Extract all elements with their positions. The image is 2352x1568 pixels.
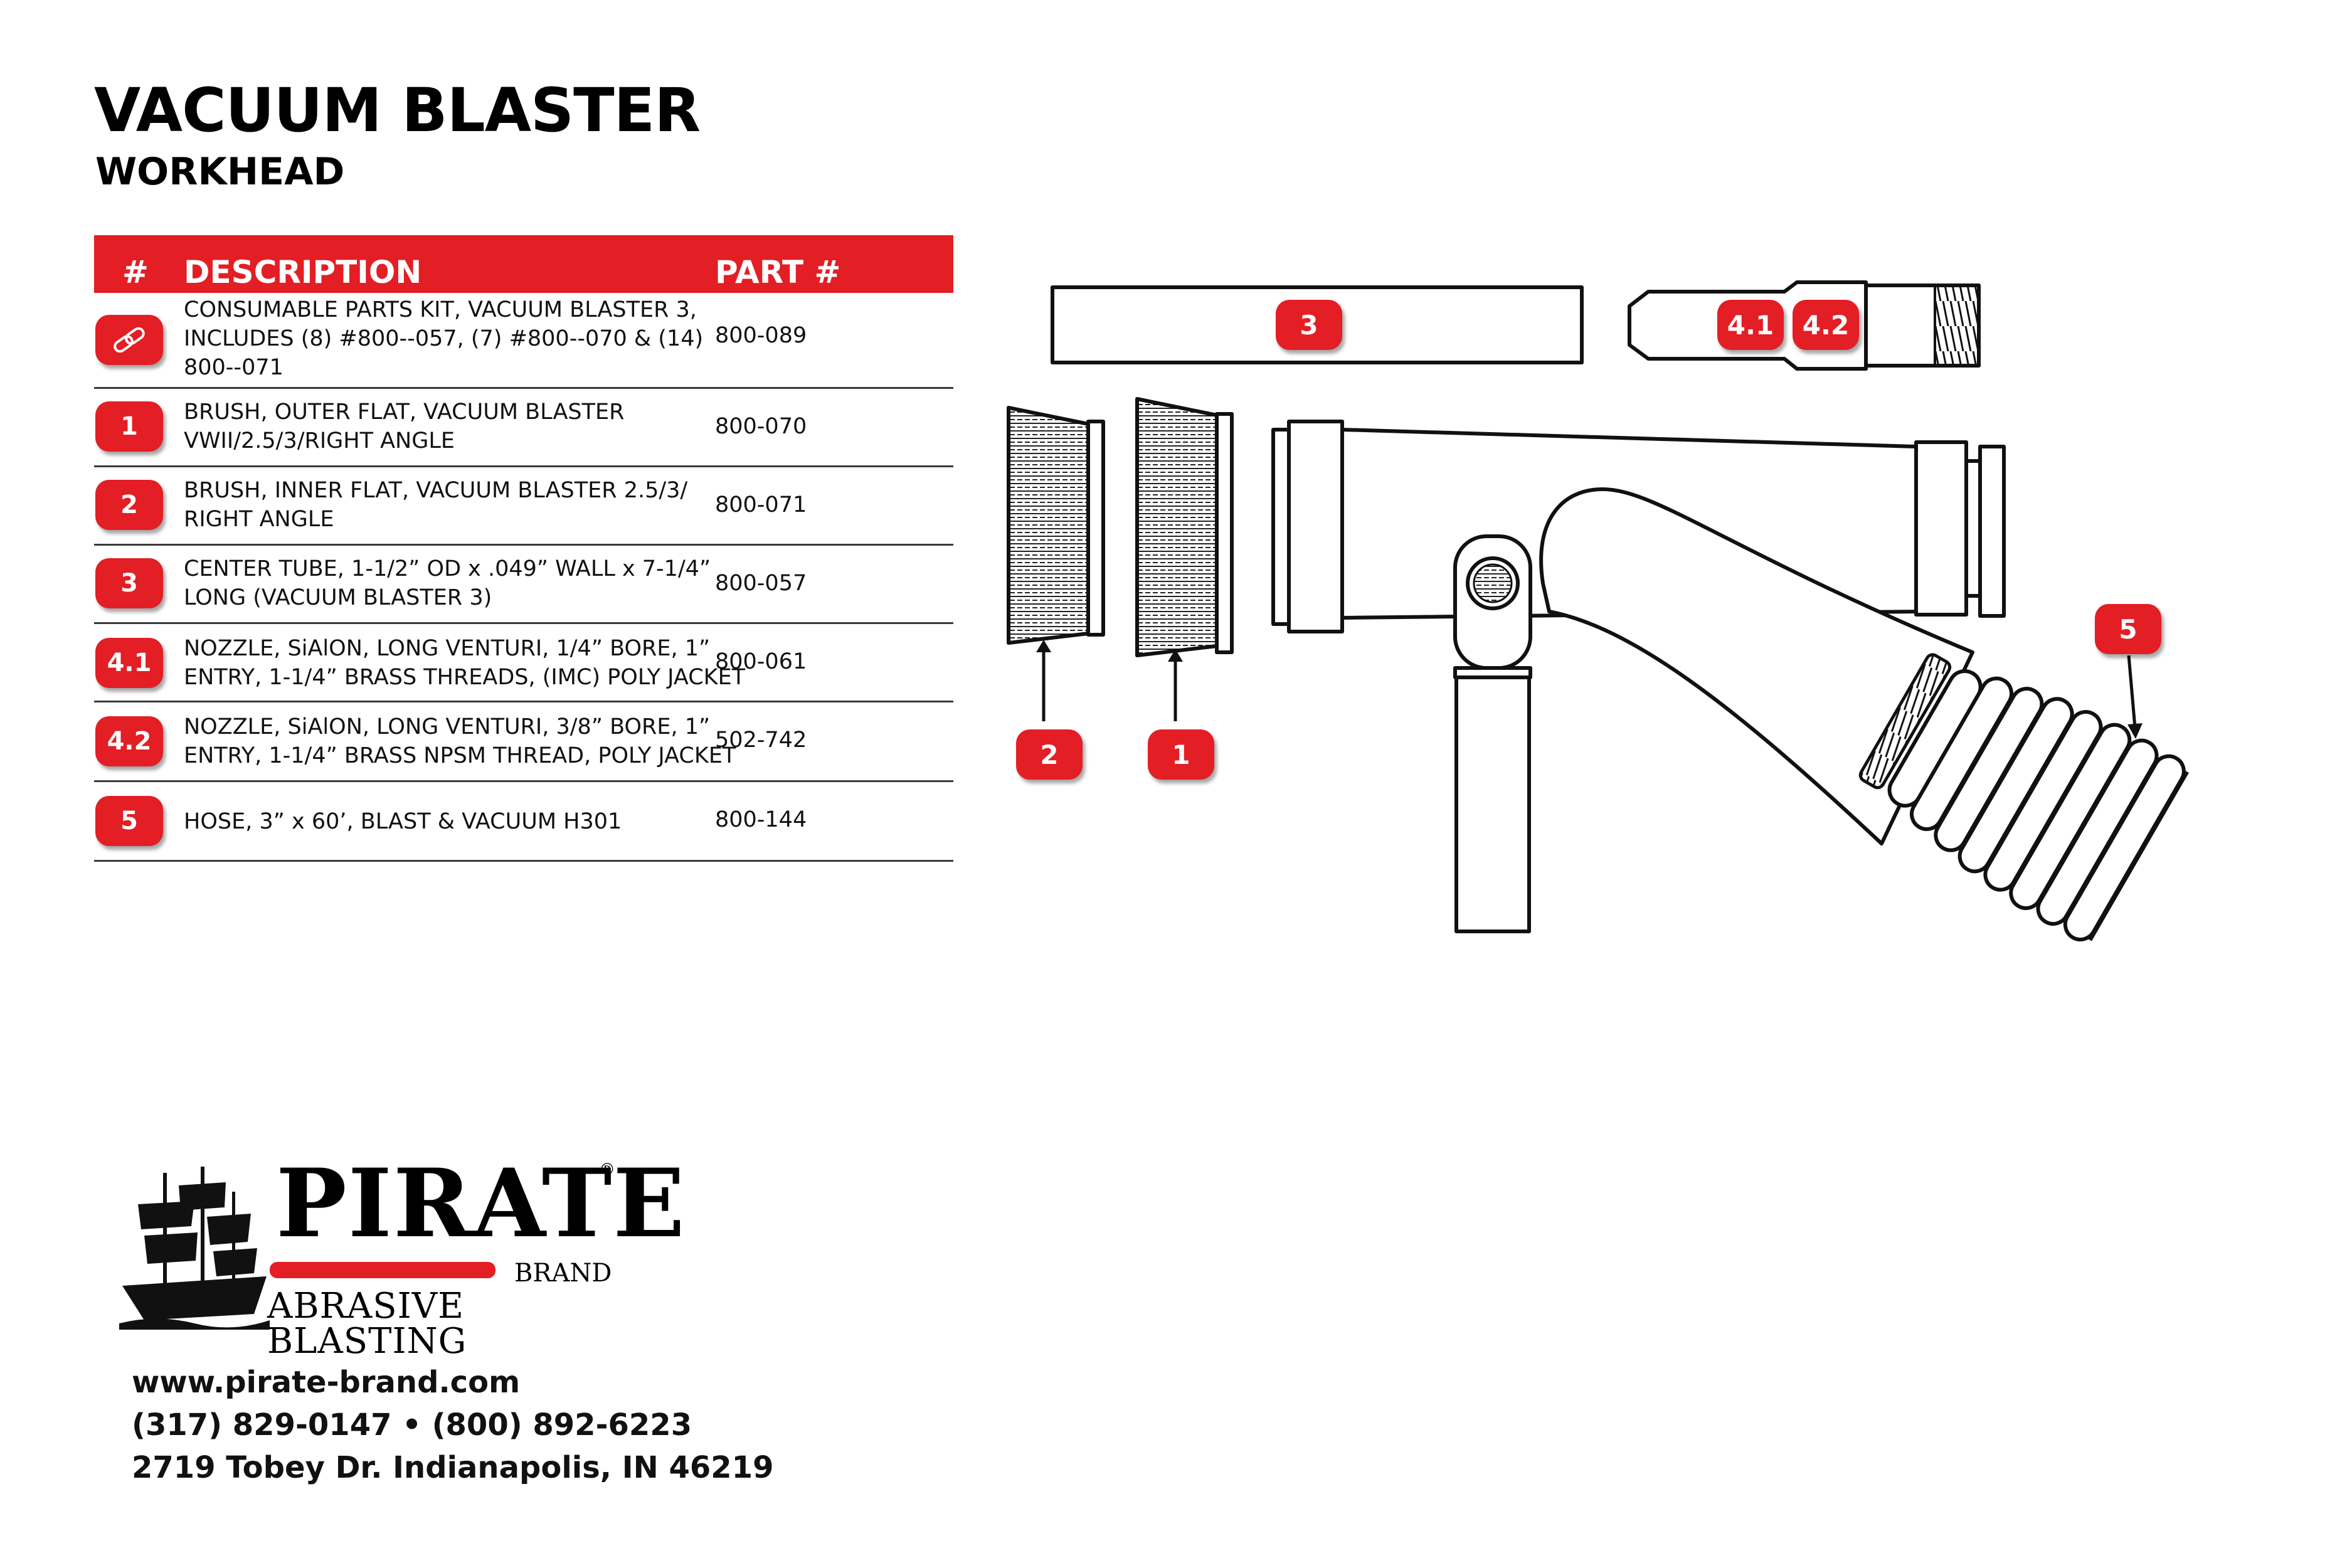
blood-splash (270, 1262, 495, 1278)
chain-link-icon (114, 327, 145, 352)
logo-sub-brand: BRAND (514, 1259, 612, 1288)
label-badge-4-2: 4.2 (1793, 300, 1859, 350)
label-badge-2: 2 (1016, 729, 1083, 780)
hose (1858, 653, 2189, 941)
row-part-number: 800-071 (715, 492, 807, 517)
row-description: BRUSH, OUTER FLAT, VACUUM BLASTER VWII/2… (184, 400, 625, 453)
row-part-number: 502-742 (715, 728, 807, 753)
brush-inner (1007, 406, 1105, 645)
pirate-ship-icon (119, 1167, 270, 1330)
brand-logo: PIRATE ® BRAND ABRASIVE BLASTING (119, 1157, 685, 1359)
header-description: DESCRIPTION (184, 254, 422, 290)
label-badge-5: 5 (2095, 604, 2161, 654)
row-part-number: 800-144 (715, 807, 807, 832)
kit-badge (95, 315, 163, 365)
table-header: # DESCRIPTION PART # (94, 235, 953, 293)
table-row: 4.1 NOZZLE, SiAlON, LONG VENTURI, 1/4” B… (94, 624, 953, 702)
label-badge-4-1: 4.1 (1717, 300, 1784, 350)
workhead-body (1271, 420, 2006, 933)
row-part-number: 800-061 (715, 649, 807, 674)
item-badge: 4.1 (95, 638, 163, 688)
item-badge: 3 (95, 558, 163, 608)
table-row: 5 HOSE, 3” x 60’, BLAST & VACUUM H301 80… (94, 782, 953, 862)
phone-numbers: (317) 829-0147 • (800) 892-6223 (132, 1407, 692, 1443)
item-badge: 1 (95, 401, 163, 452)
row-description: BRUSH, INNER FLAT, VACUUM BLASTER 2.5/3/… (184, 478, 688, 532)
header-part: PART # (715, 254, 841, 290)
header-num: # (122, 254, 149, 290)
row-part-number: 800-057 (715, 571, 807, 596)
row-description: NOZZLE, SiAlON, LONG VENTURI, 3/8” BORE,… (184, 714, 736, 768)
row-description: NOZZLE, SiAlON, LONG VENTURI, 1/4” BORE,… (184, 636, 746, 690)
table-row: CONSUMABLE PARTS KIT, VACUUM BLASTER 3, … (94, 293, 953, 389)
label-badge-1: 1 (1148, 729, 1214, 780)
label-badge-3: 3 (1276, 300, 1342, 350)
row-part-number: 800-070 (715, 414, 807, 439)
table-row: 2 BRUSH, INNER FLAT, VACUUM BLASTER 2.5/… (94, 467, 953, 546)
item-badge: 5 (95, 796, 163, 846)
brush-outer (1135, 397, 1234, 657)
item-badge: 4.2 (95, 716, 163, 766)
row-part-number: 800-089 (715, 323, 807, 348)
row-description: HOSE, 3” x 60’, BLAST & VACUUM H301 (184, 809, 622, 834)
website-link[interactable]: www.pirate-brand.com (132, 1365, 521, 1400)
registered-mark: ® (599, 1160, 615, 1179)
logo-tagline: ABRASIVE BLASTING (267, 1286, 467, 1362)
row-description: CENTER TUBE, 1-1/2” OD x .049” WALL x 7-… (184, 556, 711, 610)
page-subtitle: WORKHEAD (95, 150, 345, 194)
logo-brand-name: PIRATE (276, 1148, 686, 1259)
table-row: 1 BRUSH, OUTER FLAT, VACUUM BLASTER VWII… (94, 389, 953, 467)
page-title: VACUUM BLASTER (94, 75, 701, 146)
row-description: CONSUMABLE PARTS KIT, VACUUM BLASTER 3, … (184, 297, 704, 380)
item-badge: 2 (95, 480, 163, 530)
address: 2719 Tobey Dr. Indianapolis, IN 46219 (132, 1450, 774, 1485)
table-row: 3 CENTER TUBE, 1-1/2” OD x .049” WALL x … (94, 546, 953, 624)
parts-table: # DESCRIPTION PART # CONSUMABLE PARTS KI… (94, 235, 953, 862)
table-row: 4.2 NOZZLE, SiAlON, LONG VENTURI, 3/8” B… (94, 702, 953, 782)
